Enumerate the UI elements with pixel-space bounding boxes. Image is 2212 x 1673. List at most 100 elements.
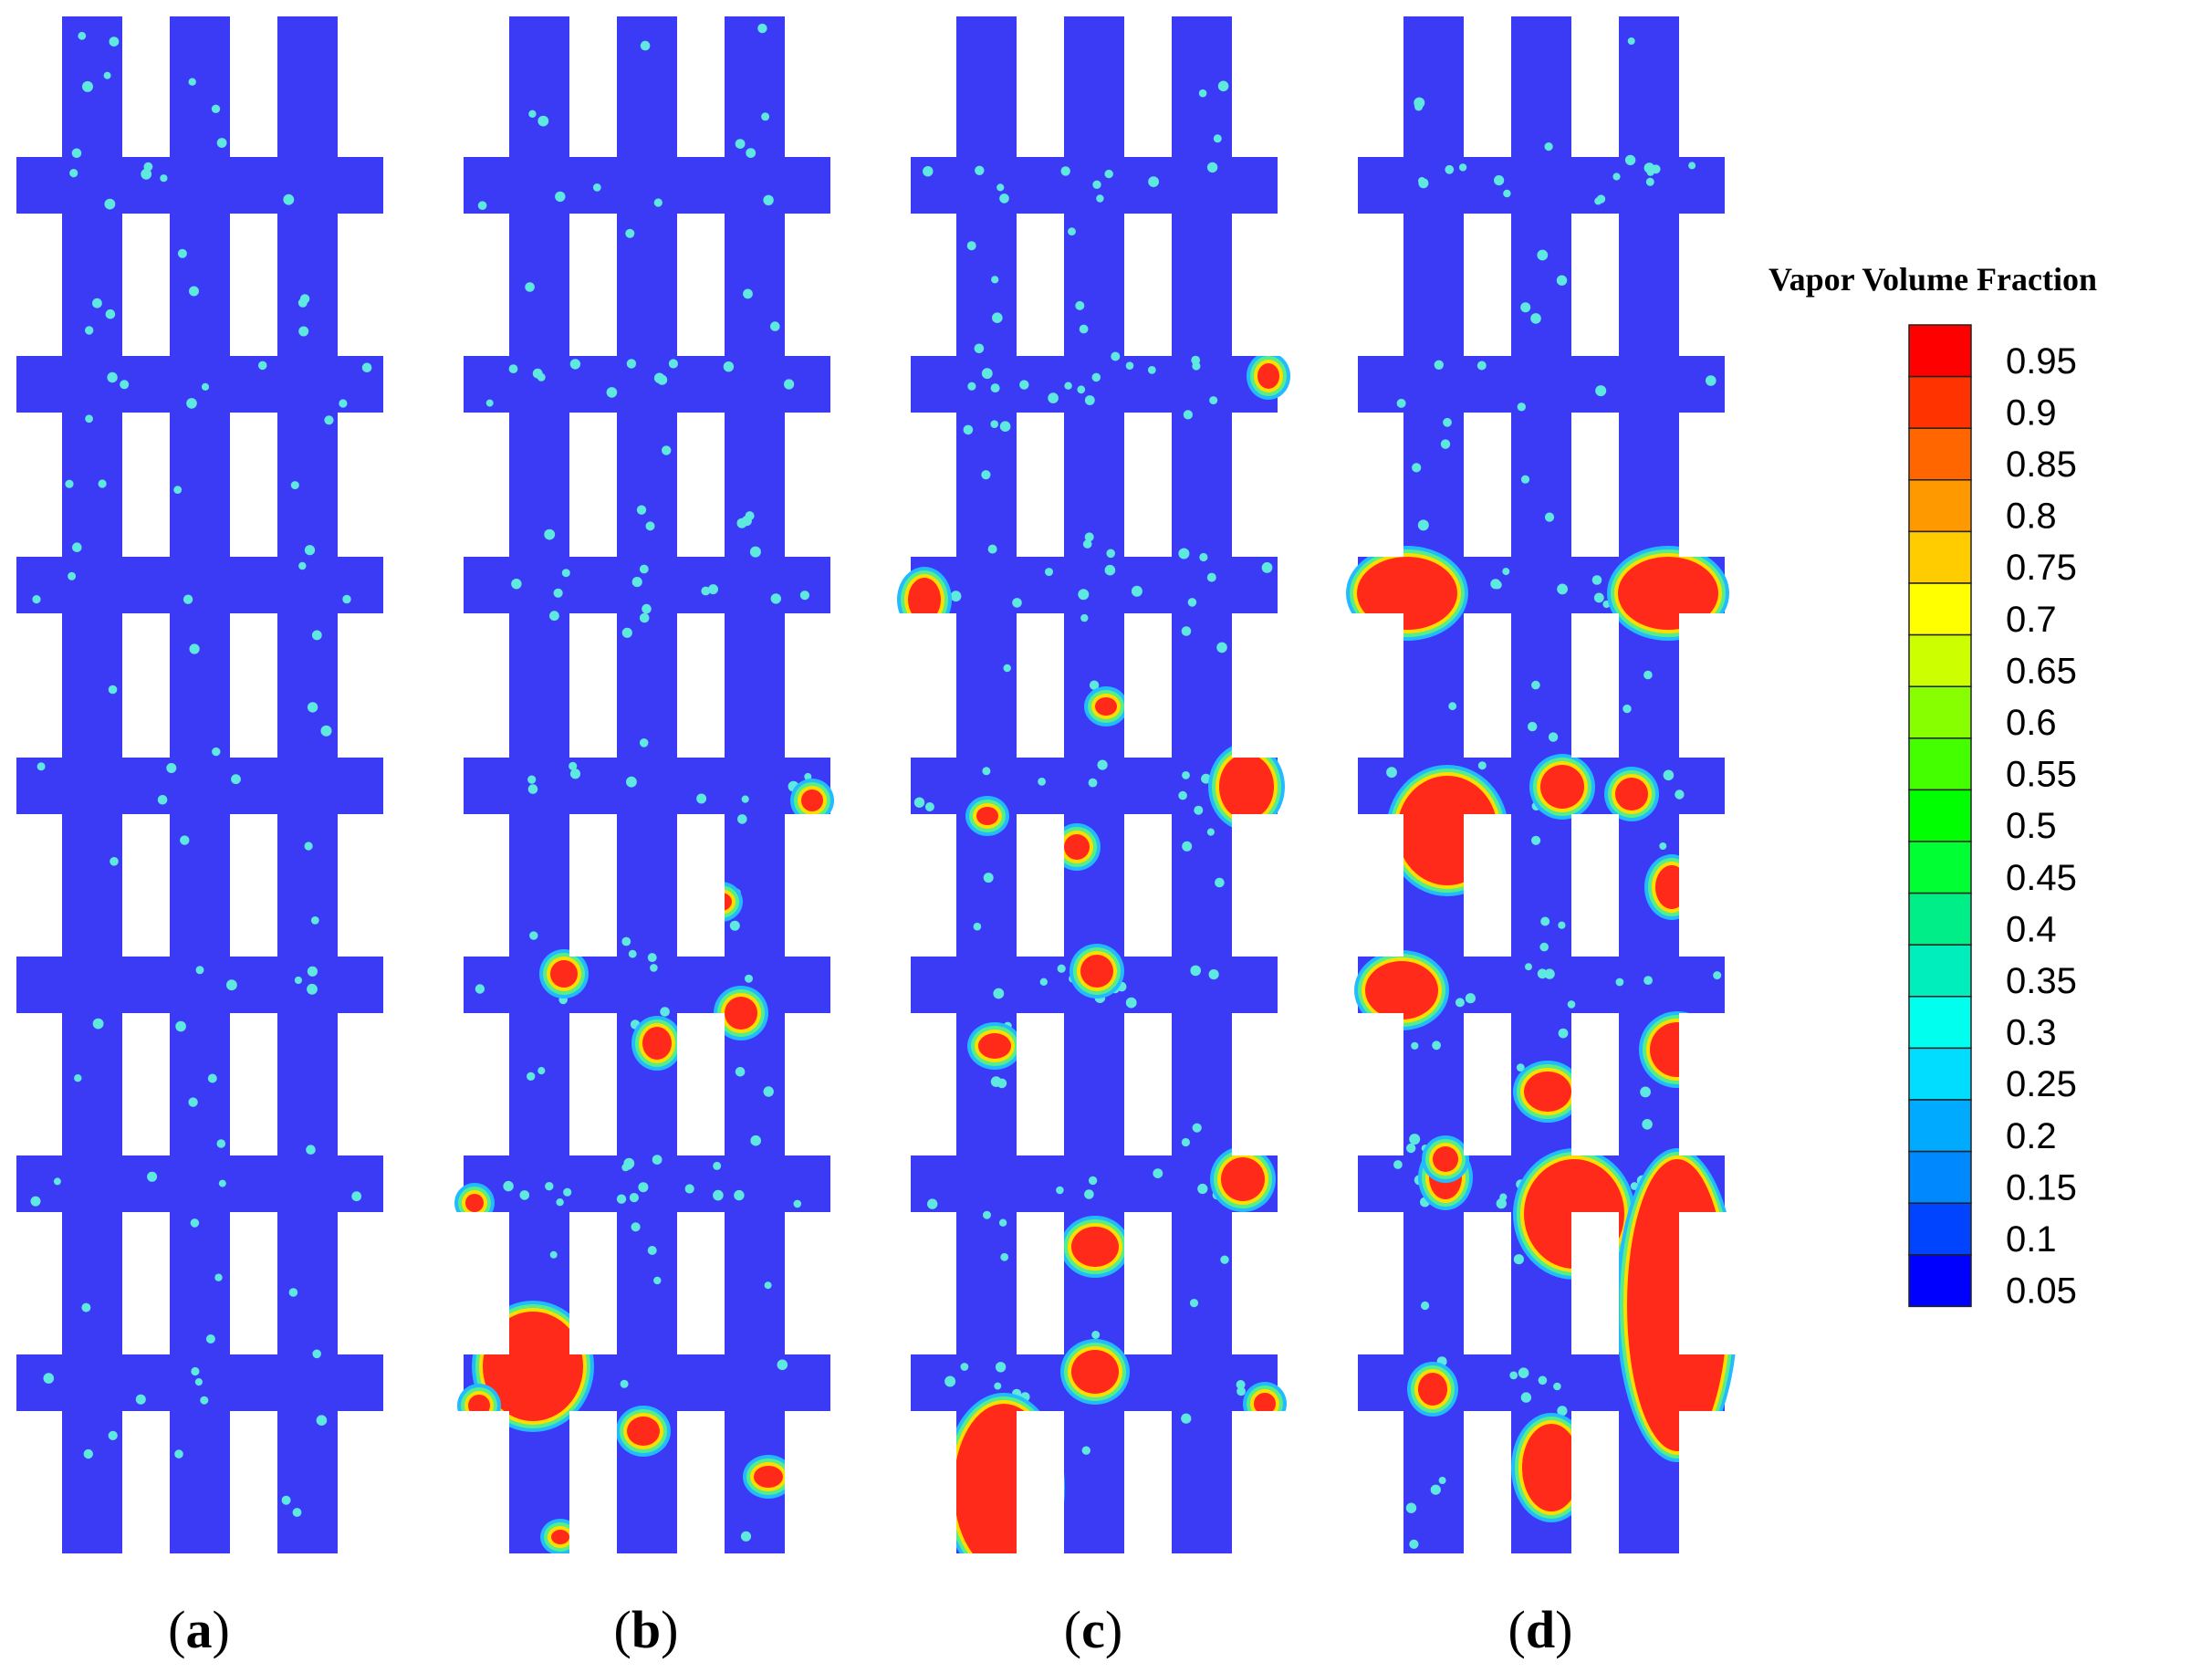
lattice-bar [16,557,383,613]
colorbar-swatch [1908,737,1972,791]
colorbar-swatch [1908,944,1972,998]
bubble-dot [713,1189,724,1201]
bubble-dot [650,964,658,972]
bubble-dot [1663,769,1675,781]
bubble-dot [620,1379,629,1388]
bubble-dot [544,528,556,540]
bubble-dot [653,372,665,383]
bubble-dot [741,795,749,803]
bubble-dot [642,603,652,614]
bubble-dot [616,1194,627,1204]
bubble-dot [750,1135,761,1146]
bubble-dot [1417,519,1429,531]
bubble-dot [160,174,168,183]
bubble-dot [525,282,535,292]
bubble-dot [1537,968,1548,979]
vapor-region [965,796,1009,836]
bubble-dot [1540,916,1550,926]
bubble-dot [1528,721,1538,732]
paren-close: ) [661,1600,678,1659]
bubble-dot [701,586,711,596]
bubble-dot [1089,680,1100,690]
bubble-dot [194,1378,203,1386]
bubble-dot [1197,1183,1208,1195]
bubble-dot [1409,1539,1419,1549]
bubble-dot [32,595,41,604]
bubble-dot [195,966,204,975]
bubble-dot [1557,1406,1568,1417]
bubble-dot [639,612,650,623]
bubble-dot [216,1139,226,1148]
bubble-dot [647,1246,657,1255]
bubble-dot [1624,154,1636,166]
bubble-dot [1201,773,1211,784]
bubble-dot [1430,1484,1441,1495]
bubble-dot [1412,463,1422,473]
bubble-dot [307,983,318,995]
bubble-dot [1396,398,1406,408]
bubble-dot [749,546,761,558]
bubble-dot [1418,178,1429,189]
bubble-dot [226,979,237,991]
bubble-dot [92,298,102,308]
bubble-dot [563,1187,572,1197]
colorbar-swatch [1908,685,1972,739]
bubble-dot [735,1067,746,1077]
lattice-bar [1358,356,1725,413]
bubble-dot [1645,177,1654,186]
bubble-dot [304,842,313,851]
colorbar-tick-label: 0.7 [2006,600,2057,640]
bubble-dot [556,1198,564,1207]
panel-c-lattice [892,0,1296,1590]
bubble-dot [923,166,934,177]
bubble-dot [1111,351,1121,361]
bubble-dot [996,183,1005,192]
bubble-dot [653,198,663,207]
bubble-dot [793,1199,802,1208]
vapor-region [743,1455,794,1499]
lattice-gaps [445,0,849,1590]
bubble-dot [995,1362,1007,1373]
bubble-dot [1181,1413,1192,1424]
bubble-dot [92,1018,104,1030]
bubble-dot [71,148,82,159]
bubble-dot [108,685,118,695]
bubble-dot [1496,1197,1508,1209]
paren-open: ( [614,1600,631,1659]
bubble-dot [668,359,679,369]
bubble-dot [1056,1186,1064,1195]
bubble-dot [212,747,221,757]
bubble-dot [638,1182,649,1193]
colorbar-tick-label: 0.8 [2006,497,2057,537]
bubble-dot [784,379,795,390]
vapor-region [1513,1061,1582,1123]
bubble-dot [982,767,991,776]
colorbar-tick-label: 0.3 [2006,1013,2057,1053]
bubble-dot [189,286,199,297]
bubble-dot [561,569,570,578]
lattice-gaps [892,0,1296,1590]
bubble-dot [37,762,46,771]
bubble-dot [190,1218,200,1228]
bubble-dot [737,814,747,824]
bubble-dot [1236,1386,1246,1396]
bubble-dot [1216,642,1227,654]
bubble-dot [998,1218,1007,1227]
bubble-dot [1003,664,1011,673]
bubble-dot [290,481,299,490]
bubble-dot [519,1190,530,1200]
vapor-region [1060,1216,1130,1278]
bubble-dot [1553,1382,1561,1391]
bubble-dot [1088,778,1098,788]
bubble-dot [175,1020,186,1032]
paren-close: ) [1105,1600,1122,1659]
bubble-dot [1091,1331,1101,1339]
colorbar-tick-label: 0.05 [2006,1271,2077,1312]
lattice-bar [464,758,830,814]
panel-letter: d [1526,1600,1555,1659]
bubble-dot [623,1157,635,1169]
bubble-dot [799,591,810,601]
colorbar-tick-label: 0.2 [2006,1116,2057,1156]
bubble-dot [757,23,767,34]
panel-d-lattice [1340,0,1743,1590]
